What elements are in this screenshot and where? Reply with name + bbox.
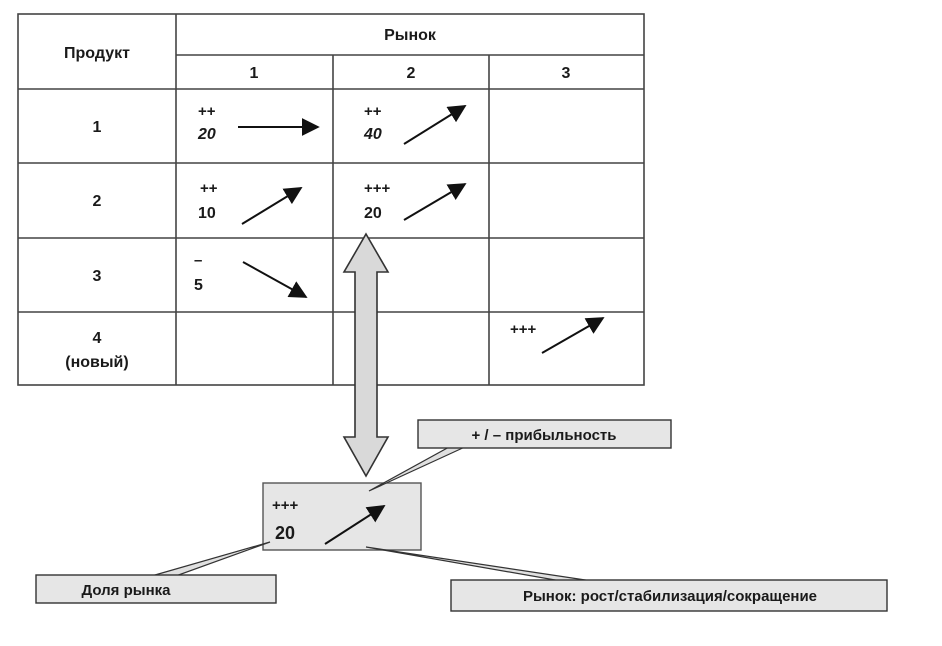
cell-profit: +++ — [510, 321, 537, 338]
cell-profit: +++ — [364, 180, 391, 197]
product-row-label: 1 — [93, 119, 102, 136]
table-border — [17, 13, 645, 386]
cell-share: 40 — [363, 126, 382, 143]
market-trend-label: Рынок: рост/стабилизация/сокращение — [523, 588, 817, 605]
market-column-label: 3 — [562, 65, 571, 82]
market-column-label: 2 — [407, 65, 416, 82]
trend-growth-arrow — [403, 105, 467, 145]
cell-share: 5 — [194, 277, 203, 294]
product-row-label: 2 — [93, 193, 102, 210]
market-share-callout-pointer — [147, 541, 271, 578]
product-row-sublabel: (новый) — [65, 354, 128, 371]
market-trend-callout-pointer — [365, 546, 613, 585]
cell-profit: – — [194, 252, 202, 269]
trend-growth-arrow — [403, 183, 467, 221]
market-trend-callout-box — [450, 579, 888, 612]
trend-growth-arrow — [541, 317, 605, 354]
legend-example-profit: +++ — [272, 497, 299, 514]
cell-profit: ++ — [364, 103, 382, 120]
trend-decline-arrow — [242, 261, 308, 298]
market-share-label: Доля рынка — [82, 582, 172, 599]
product-row-label: 4 — [93, 330, 102, 347]
profitability-label: + / – прибыльность — [472, 427, 617, 444]
legend-example-share: 20 — [275, 523, 295, 543]
legend-example-box — [262, 482, 422, 551]
cell-profit: ++ — [198, 103, 216, 120]
cell-profit: ++ — [200, 180, 218, 197]
product-row-label: 3 — [93, 268, 102, 285]
cell-share: 20 — [364, 205, 382, 222]
market-header: Рынок — [384, 27, 437, 44]
legend-trend-arrow — [324, 505, 386, 545]
cell-share: 10 — [198, 205, 216, 222]
market-share-callout-box — [35, 574, 277, 604]
trend-growth-arrow — [241, 187, 303, 225]
matrix-table — [17, 13, 645, 386]
product-header: Продукт — [64, 45, 130, 62]
market-column-label: 1 — [250, 65, 259, 82]
zoom-double-arrow — [342, 232, 390, 478]
profitability-callout-box — [417, 419, 672, 449]
cell-share: 20 — [197, 126, 216, 143]
